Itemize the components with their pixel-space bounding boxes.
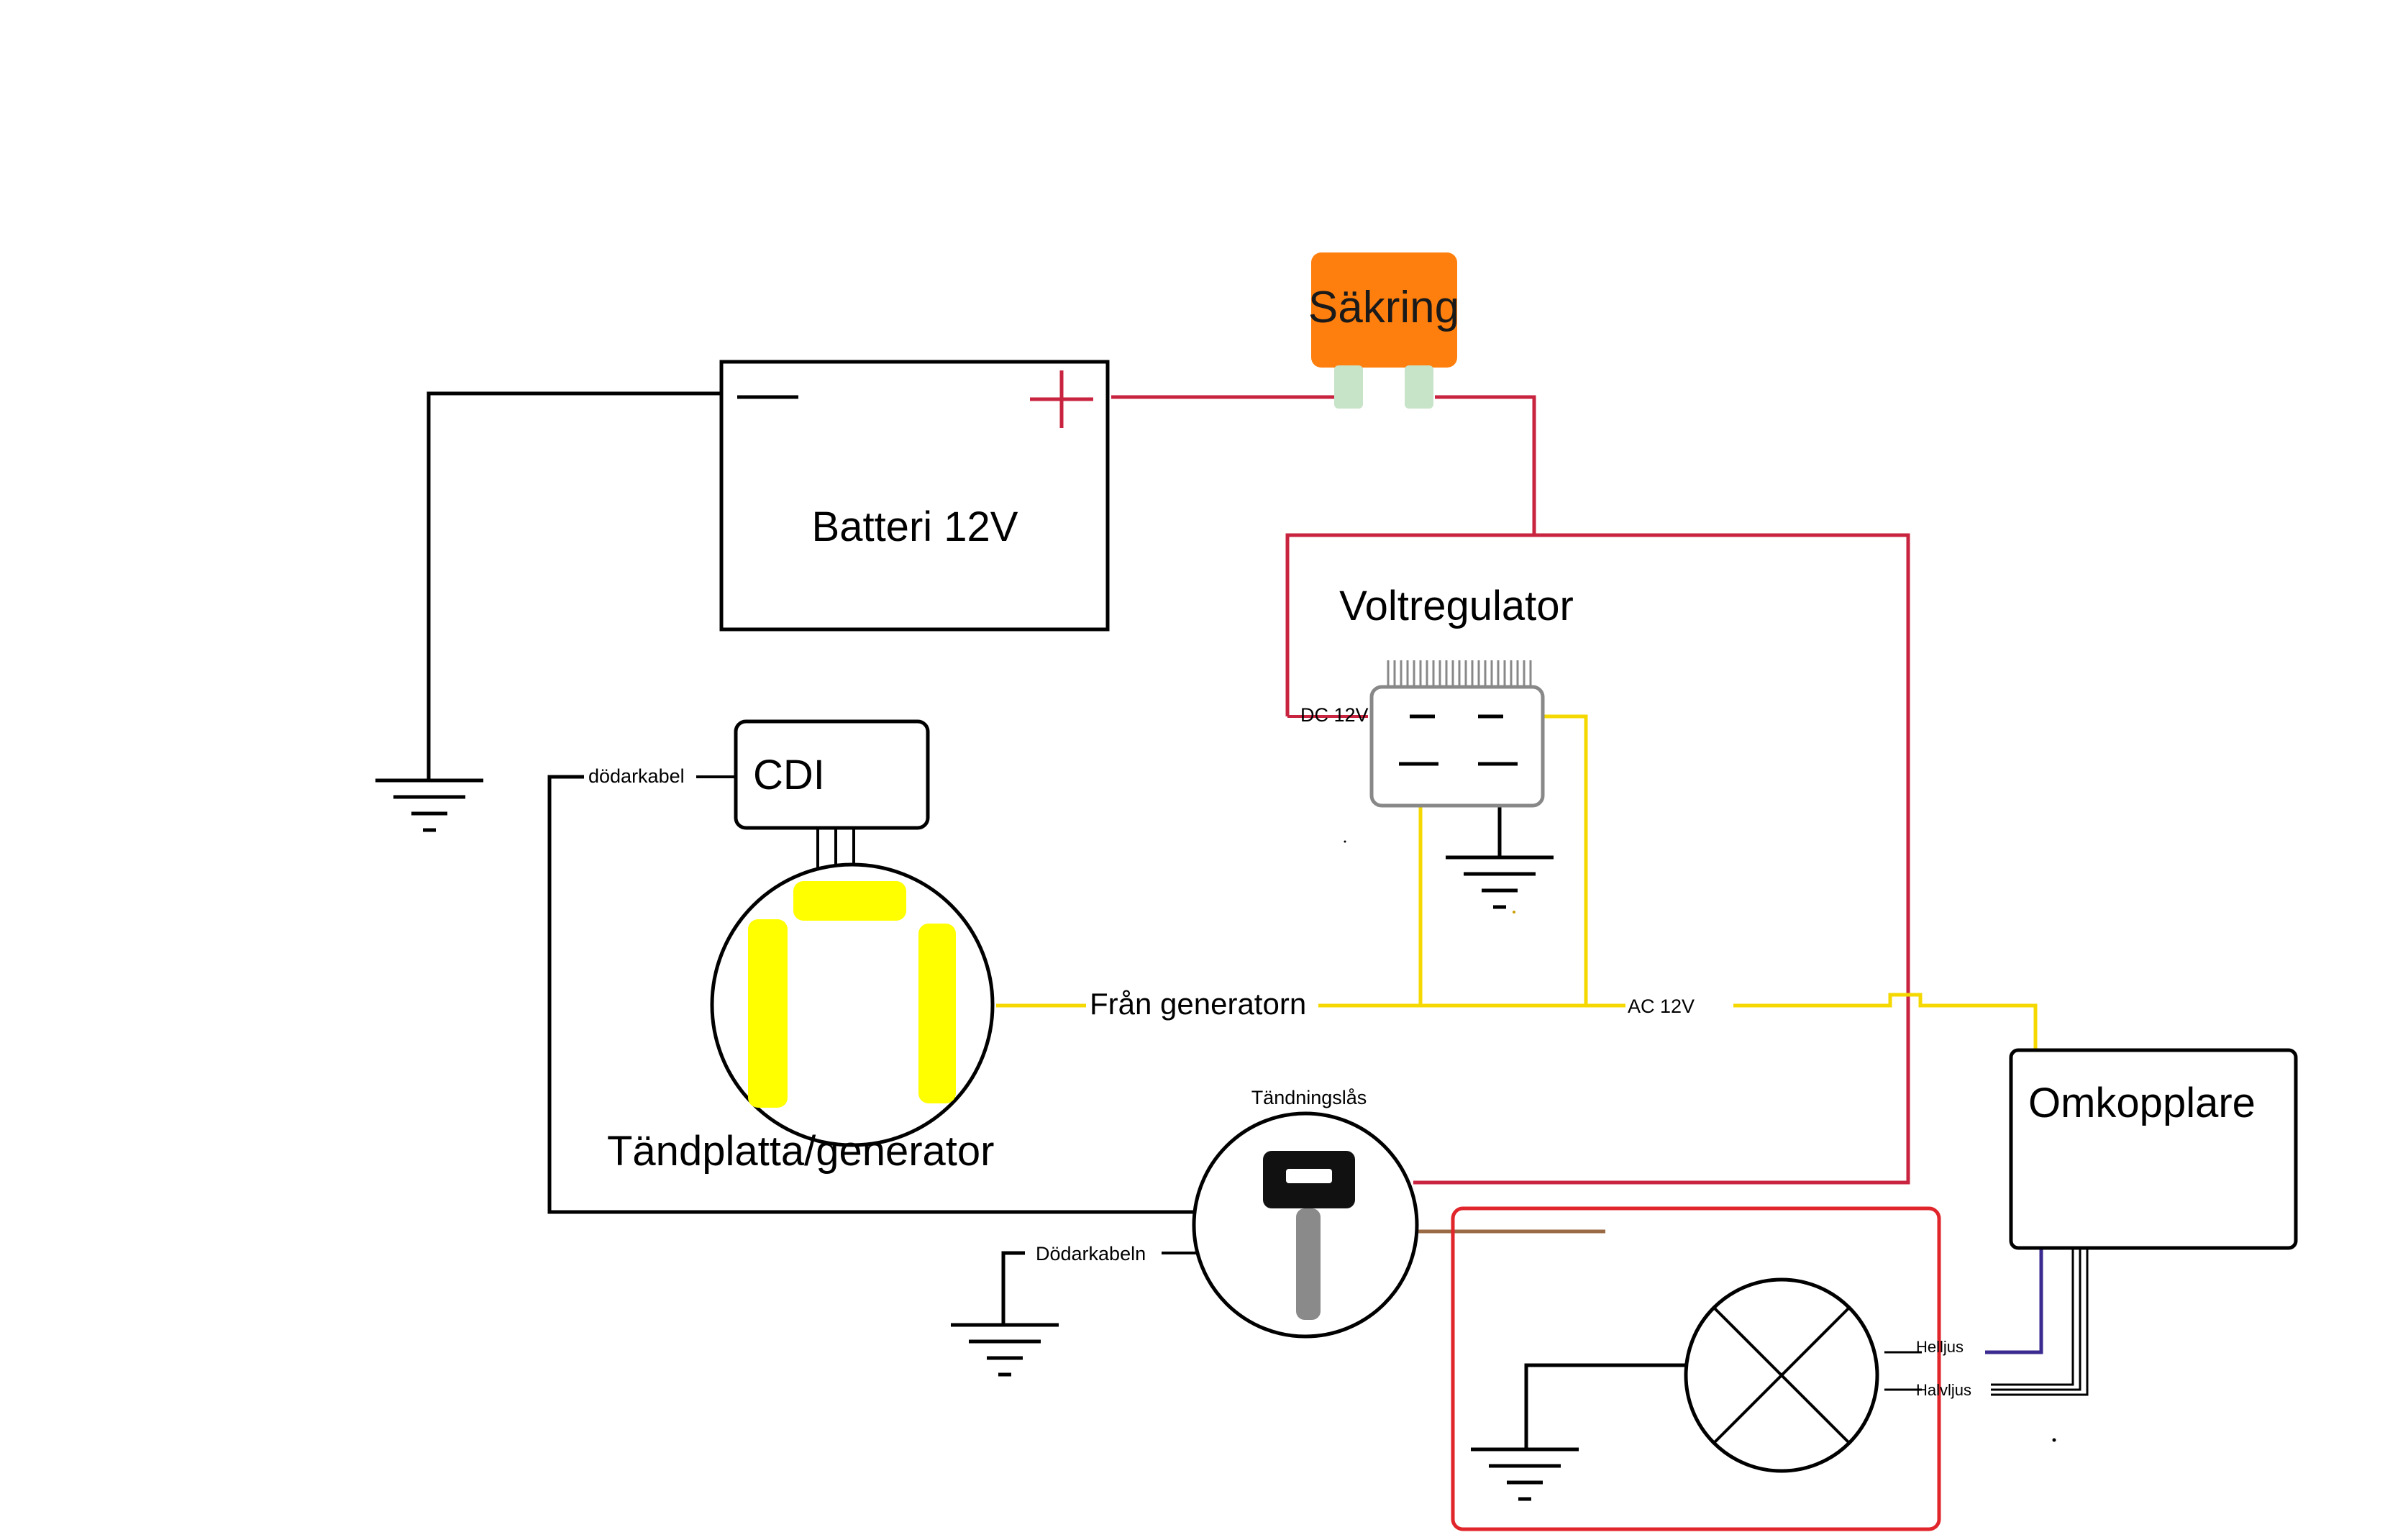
low-beam-wire-3 — [1991, 1248, 2089, 1396]
fuse-pin-left — [1334, 365, 1363, 409]
voltage-regulator: Voltregulator DC 12V — [1300, 583, 1574, 808]
headlamp-frame — [1451, 1206, 1941, 1531]
stator-wire-label: Från generatorn — [1090, 987, 1306, 1021]
headlamp-assembly: Helljus Halvljus — [1451, 1206, 1971, 1531]
regulator-dc-label: DC 12V — [1300, 704, 1369, 726]
stray-dot — [2052, 1438, 2056, 1442]
ac-12v-label: AC 12V — [1628, 995, 1695, 1017]
battery-plus-terminal — [1030, 370, 1093, 428]
battery-body — [719, 360, 1110, 632]
headlamp-cross — [1713, 1306, 1851, 1444]
cdi-kill-wire-label: dödarkabel — [588, 765, 685, 787]
battery-ground-wire — [427, 391, 723, 780]
fuse-to-junction-wire — [1435, 395, 1536, 535]
battery-label: Batteri 12V — [812, 504, 1018, 550]
stator-magnet-top — [793, 881, 906, 921]
fuse-label: Säkring — [1308, 283, 1459, 332]
ignition-switch: Tändningslås Dödarkabeln — [1036, 1087, 1419, 1339]
ignition-key-icon — [1263, 1151, 1355, 1320]
ignition-label: Tändningslås — [1251, 1087, 1367, 1108]
cdi-kill-loop-wire — [547, 775, 1198, 1214]
stray-dot — [1513, 911, 1515, 913]
ignition-kill-wire-label: Dödarkabeln — [1036, 1243, 1146, 1265]
cdi-label: CDI — [753, 752, 825, 798]
regulator-ground-symbol — [1446, 855, 1554, 909]
lamp-ground-wire — [1524, 1363, 1685, 1449]
stator-label: Tändplatta/generator — [607, 1128, 994, 1175]
stator-generator: Tändplatta/generator Från generatorn — [607, 862, 1306, 1175]
light-switch-label: Omkopplare — [2028, 1080, 2256, 1126]
low-beam-wire-1 — [1991, 1248, 2074, 1386]
light-switch-body — [2009, 1048, 2298, 1250]
fuse: Säkring — [1308, 252, 1459, 409]
ac-to-switch-wire — [1733, 993, 2038, 1050]
light-switch: Omkopplare — [2009, 1048, 2298, 1250]
battery: Batteri 12V — [719, 360, 1110, 632]
dc-bus-wire — [1285, 533, 1910, 1185]
fuse-body — [1311, 252, 1457, 368]
ignition-ground-symbol — [951, 1323, 1059, 1377]
regulator-body — [1369, 685, 1545, 808]
regulator-terminals — [1399, 714, 1518, 766]
high-beam-wire — [1985, 1248, 2043, 1354]
ignition-ground-lead — [1001, 1251, 1025, 1325]
high-beam-label: Helljus — [1916, 1338, 1964, 1356]
lamp-ground-symbol — [1471, 1447, 1579, 1501]
low-beam-label: Halvljus — [1916, 1381, 1971, 1399]
cdi-body — [734, 719, 930, 830]
battery-ground-symbol — [375, 778, 483, 832]
low-beam-wire-2 — [1991, 1248, 2081, 1391]
stray-dot — [1344, 840, 1346, 843]
stator-magnet-right — [918, 924, 956, 1103]
regulator-heatsink — [1387, 660, 1532, 687]
cdi-unit: CDI dödarkabel — [588, 719, 930, 830]
stator-magnet-left — [748, 919, 788, 1108]
fuse-pin-right — [1405, 365, 1433, 409]
regulator-label: Voltregulator — [1339, 583, 1574, 629]
